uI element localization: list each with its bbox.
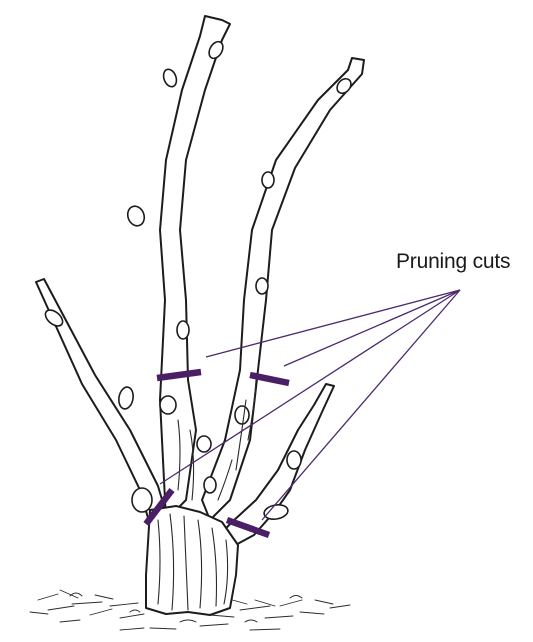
tall-branch-bud-3 bbox=[125, 204, 147, 228]
tall-branch-bud-6 bbox=[197, 436, 211, 452]
right-branch-bud-3 bbox=[256, 278, 268, 294]
leader-line-4 bbox=[262, 290, 460, 520]
tall-center-branch bbox=[125, 16, 230, 520]
center-right-branch bbox=[202, 58, 364, 520]
tall-branch-bud-5 bbox=[160, 396, 176, 414]
left-branch-bud-3 bbox=[132, 488, 152, 512]
right-branch-bud-2 bbox=[262, 172, 274, 188]
right-branch-bud-4 bbox=[235, 406, 249, 424]
leader-line-3 bbox=[160, 290, 460, 484]
lower-branch-bud-1 bbox=[287, 451, 301, 469]
left-branch bbox=[36, 279, 168, 525]
leader-line-2 bbox=[284, 290, 460, 366]
tall-branch-bud-2 bbox=[161, 67, 178, 88]
tall-branch-bud-4 bbox=[177, 321, 189, 339]
pruning-cuts-label: Pruning cuts bbox=[396, 250, 510, 274]
left-branch-bud-2 bbox=[117, 386, 135, 410]
right-branch-bud-5 bbox=[204, 477, 216, 493]
